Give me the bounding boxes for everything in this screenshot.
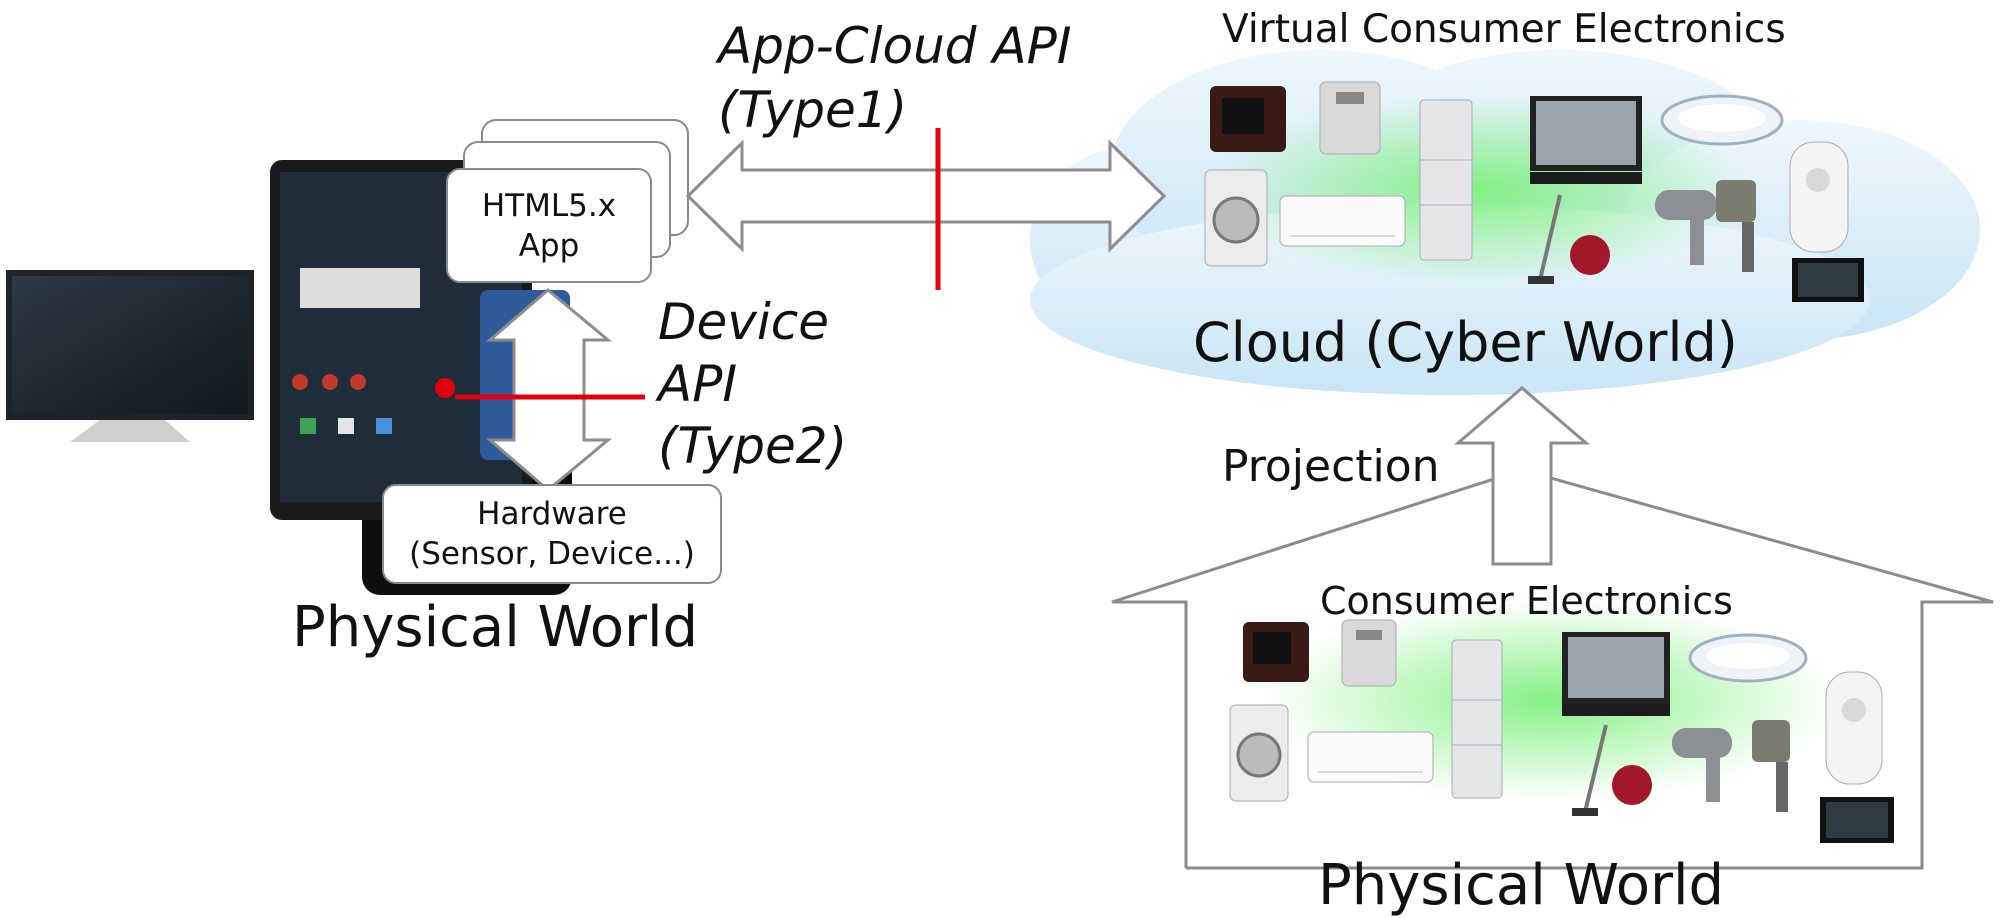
hair-dryer-icon — [1672, 728, 1732, 802]
hardware-label-line1: Hardware — [477, 496, 627, 532]
washing-machine-icon — [1204, 169, 1268, 267]
vacuum-icon — [1528, 194, 1610, 284]
air-conditioner-icon — [1279, 195, 1406, 247]
projection-label: Projection — [1222, 441, 1440, 492]
scale-icon — [1319, 81, 1381, 155]
humidifier-icon — [1789, 141, 1849, 253]
air-conditioner-icon — [1307, 731, 1434, 783]
refrigerator-icon — [1419, 99, 1473, 261]
hardware-label-line2: (Sensor, Device...) — [409, 536, 695, 572]
virtual-consumer-electronics-label: Virtual Consumer Electronics — [1222, 7, 1786, 52]
html5-app-label-line1: HTML5.x — [481, 188, 617, 224]
tv-icon — [1562, 632, 1670, 716]
html5-app-box: HTML5.x App — [446, 168, 652, 283]
html5-app-label-line2: App — [518, 228, 580, 264]
vacuum-icon — [1572, 724, 1652, 816]
hair-dryer-icon — [1655, 190, 1717, 265]
monitor-icon — [1792, 258, 1864, 302]
device-api-label-line1: Device — [658, 293, 829, 351]
device-api-label-line2: API — [658, 355, 738, 413]
refrigerator-icon — [1451, 639, 1503, 799]
physical-world-right-label: Physical World — [1318, 853, 1725, 918]
washing-machine-icon — [1229, 704, 1289, 802]
humidifier-icon — [1825, 671, 1883, 785]
microwave-icon — [1210, 86, 1286, 152]
app-cloud-double-arrow — [685, 139, 1167, 253]
microwave-icon — [1243, 622, 1309, 682]
scale-icon — [1341, 619, 1397, 687]
cloud-appliances — [1204, 81, 1864, 302]
tv-icon — [6, 270, 254, 442]
security-camera-icon — [1752, 720, 1790, 812]
consumer-electronics-label: Consumer Electronics — [1320, 579, 1733, 623]
app-cloud-api-type-label: (Type1) — [718, 81, 908, 139]
app-cloud-api-label: App-Cloud API — [718, 17, 1072, 75]
device-api-label-line3: (Type2) — [658, 417, 848, 475]
house-appliances — [1229, 619, 1894, 843]
cloud-cyber-world-label: Cloud (Cyber World) — [1193, 311, 1738, 374]
tv-icon — [1530, 96, 1642, 184]
ceiling-light-icon — [1660, 94, 1784, 146]
projection-arrow — [1453, 386, 1591, 566]
hardware-box: Hardware (Sensor, Device...) — [382, 484, 722, 584]
security-camera-icon — [1716, 180, 1756, 272]
house-outline — [1111, 468, 1994, 870]
monitor-icon — [1820, 797, 1894, 843]
ceiling-light-icon — [1688, 633, 1808, 683]
physical-world-left-label: Physical World — [292, 595, 699, 660]
